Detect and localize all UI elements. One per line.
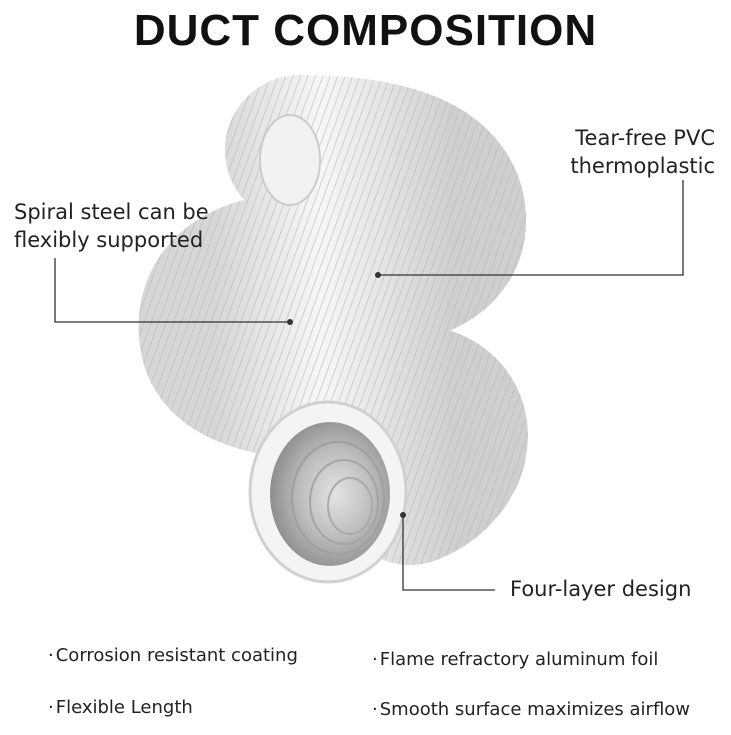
feature-item: ·Smooth surface maximizes airflow bbox=[372, 699, 690, 720]
feature-item: ·Flame refractory aluminum foil bbox=[372, 649, 658, 670]
duct-body bbox=[138, 75, 528, 565]
leader-lines bbox=[54, 180, 684, 591]
feature-text: Smooth surface maximizes airflow bbox=[379, 699, 691, 720]
callout-tear-free: Tear-free PVC thermoplastic bbox=[570, 124, 715, 180]
leader-four-layer bbox=[402, 515, 495, 591]
page-title: DUCT COMPOSITION bbox=[133, 6, 598, 55]
feature-item: ·Corrosion resistant coating bbox=[48, 645, 298, 666]
bullet: · bbox=[372, 699, 378, 720]
bullet: · bbox=[372, 649, 378, 670]
bullet: · bbox=[48, 645, 54, 666]
leader-spiral bbox=[54, 258, 290, 323]
callout-spiral-line2: flexibly supported bbox=[14, 228, 204, 252]
callout-spiral: Spiral steel can be flexibly supported bbox=[14, 198, 209, 254]
callout-tear-free-line2: thermoplastic bbox=[570, 154, 715, 178]
callout-four-layer: Four-layer design bbox=[510, 575, 691, 603]
duct-opening bbox=[248, 400, 408, 584]
feature-text: Flame refractory aluminum foil bbox=[379, 649, 659, 670]
callout-four-layer-text: Four-layer design bbox=[510, 577, 692, 601]
bullet: · bbox=[48, 697, 54, 718]
feature-item: ·Flexible Length bbox=[48, 697, 193, 718]
callout-spiral-line1: Spiral steel can be bbox=[14, 200, 209, 224]
feature-text: Flexible Length bbox=[55, 697, 193, 718]
feature-text: Corrosion resistant coating bbox=[55, 645, 298, 666]
callout-tear-free-line1: Tear-free PVC bbox=[575, 126, 715, 150]
leader-tear-free bbox=[378, 180, 684, 276]
